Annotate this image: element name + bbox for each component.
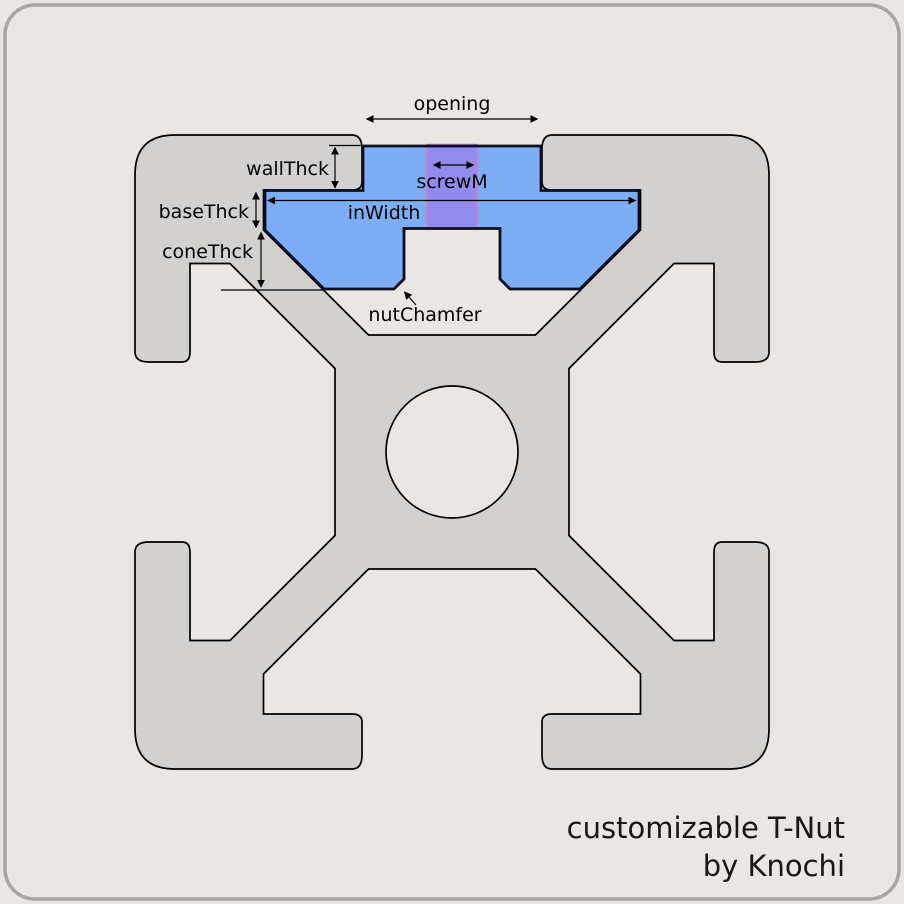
preview-border [3,3,901,901]
label-screwm: screwM [416,171,487,193]
label-opening: opening [414,93,491,115]
label-nutchamfer: nutChamfer [368,304,481,326]
title-line2: by Knochi [703,849,845,883]
t-nut-outline [263,144,641,291]
label-conethck: coneThck [162,241,253,263]
label-wallthck: wallThck [246,158,329,180]
title-line1: customizable T-Nut [567,811,845,845]
label-basethck: baseThck [159,201,249,223]
label-inwidth: inWidth [348,202,421,224]
dim-arrow-nutchamfer [403,291,417,306]
extrusion-profile-shape [134,134,770,770]
